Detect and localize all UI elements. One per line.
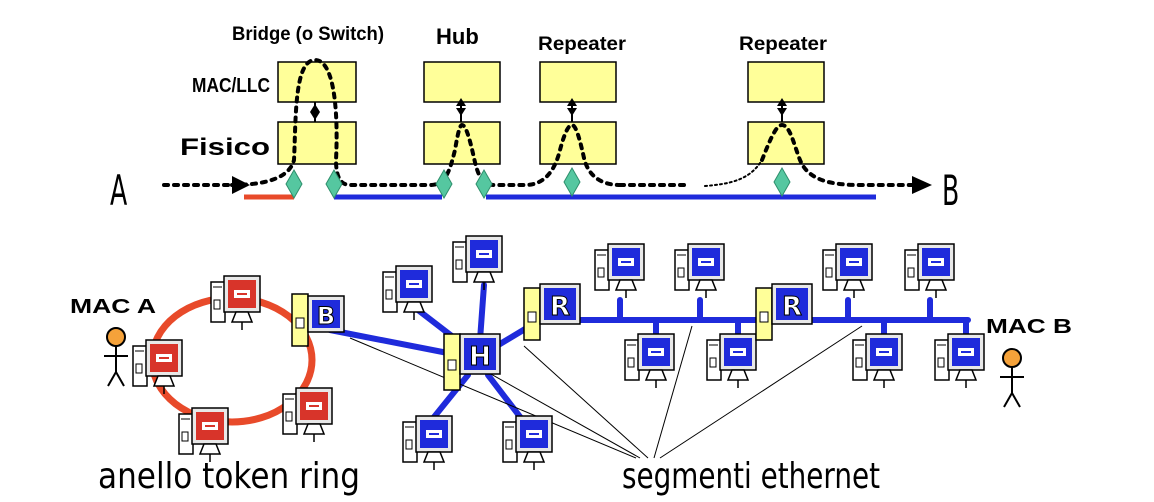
frame-path: [162, 57, 914, 187]
person-icon-a: [104, 327, 128, 387]
hub-physical-layer-box: [423, 121, 501, 165]
repeater1-device: R: [523, 283, 581, 341]
repeater2-upper-box: [747, 61, 825, 103]
ethernet-pc-10: [706, 333, 757, 389]
repeater1-physical-layer-box: [539, 121, 617, 165]
network-topology: B H R R: [70, 235, 1072, 497]
bridge-mac-layer-box: [277, 61, 357, 103]
ethernet-pc-5: [594, 243, 645, 299]
ring-pc-1: [210, 275, 261, 331]
ethernet-pc-9: [624, 333, 675, 389]
physical-layer-label: Fisico: [180, 134, 270, 161]
ethernet-pc-3: [402, 415, 453, 471]
repeater2-device-letter: R: [782, 292, 802, 322]
ethernet-links: [327, 282, 971, 425]
user-label-mac-a: MAC A: [70, 296, 156, 318]
protocol-stack: Bridge (o Switch) Hub Repeater Repeater …: [110, 24, 959, 216]
person-icon-b: [1000, 348, 1024, 408]
ethernet-pc-11: [852, 333, 903, 389]
hub-device: H: [443, 333, 501, 391]
ethernet-pc-4: [502, 415, 553, 471]
repeater1-upper-box: [539, 61, 617, 103]
arrow-head-a: [232, 176, 250, 194]
caption-pointer-lines: [349, 325, 863, 459]
port-diamonds: [285, 166, 791, 200]
layer-link-arrows: [310, 98, 787, 122]
ring-pc-4: [178, 407, 229, 463]
bridge-label: Bridge (o Switch): [232, 24, 384, 45]
ethernet-pc-8: [904, 243, 955, 299]
user-label-mac-b: MAC B: [986, 316, 1072, 338]
ring-pc-3: [282, 387, 333, 443]
ethernet-pc-6: [674, 243, 725, 299]
ethernet-pc-12: [934, 333, 985, 389]
ethernet-pc-7: [822, 243, 873, 299]
arrow-head-b: [912, 176, 932, 194]
bridge-device: B: [291, 293, 345, 347]
hub-label: Hub: [436, 24, 479, 49]
hub-device-letter: H: [469, 342, 491, 372]
ethernet-caption: segmenti ethernet: [622, 456, 880, 497]
hub-upper-box: [423, 61, 501, 103]
repeater2-physical-layer-box: [747, 121, 825, 165]
repeater2-device: R: [755, 283, 813, 341]
token-ring-caption: anello token ring: [98, 456, 360, 497]
endpoint-a-label: A: [110, 167, 127, 216]
mac-llc-layer-label: MAC/LLC: [192, 75, 270, 97]
ethernet-pc-2: [452, 235, 503, 291]
ethernet-pc-1: [382, 265, 433, 321]
bridge-device-letter: B: [317, 302, 335, 330]
bridge-physical-layer-box: [277, 121, 357, 165]
repeater2-label: Repeater: [739, 34, 828, 55]
repeater1-device-letter: R: [550, 292, 570, 322]
repeater1-label: Repeater: [538, 34, 627, 55]
ring-pc-2: [132, 339, 183, 395]
endpoint-b-label: B: [942, 167, 959, 216]
